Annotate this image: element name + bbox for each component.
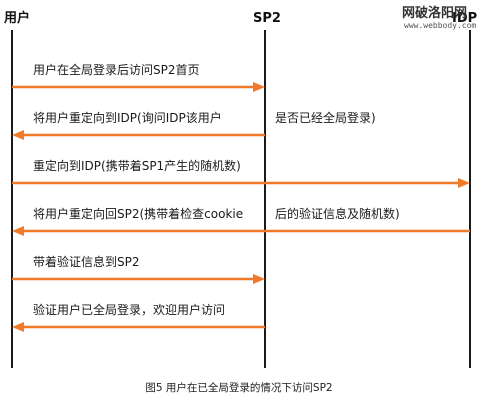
message-4: 将用户重定向回SP2(携带着检查cookie 后的验证信息及随机数) xyxy=(12,206,470,236)
arrowhead-icon xyxy=(12,322,24,332)
message-label: 用户在全局登录后访问SP2首页 xyxy=(33,62,200,77)
message-label: 重定向到IDP(携带着SP1产生的随机数) xyxy=(33,158,241,173)
watermark-logo-text: 网破洛阳网 xyxy=(402,5,467,21)
message-5: 带着验证信息到SP2 xyxy=(12,254,265,284)
figure-caption: 图5 用户在已全局登录的情况下访问SP2 xyxy=(145,381,332,394)
arrowhead-icon xyxy=(253,274,265,284)
message-label-continued: 后的验证信息及随机数) xyxy=(275,206,400,221)
participant-label-user: 用户 xyxy=(3,10,30,26)
arrowhead-icon xyxy=(12,130,24,140)
message-label: 将用户重定向到IDP(询问IDP该用户 xyxy=(33,110,222,125)
watermark-url: www.webbody.com xyxy=(404,21,476,30)
arrowhead-icon xyxy=(458,178,470,188)
message-1: 用户在全局登录后访问SP2首页 xyxy=(12,62,265,92)
message-label-continued: 是否已经全局登录) xyxy=(275,110,376,125)
message-label: 将用户重定向回SP2(携带着检查cookie xyxy=(33,206,243,221)
participant-label-idp: IDP xyxy=(452,11,477,26)
message-3: 重定向到IDP(携带着SP1产生的随机数) xyxy=(12,158,470,188)
message-label: 验证用户已全局登录，欢迎用户访问 xyxy=(33,302,225,317)
message-label: 带着验证信息到SP2 xyxy=(33,254,140,269)
arrowhead-icon xyxy=(253,82,265,92)
message-2: 将用户重定向到IDP(询问IDP该用户 是否已经全局登录) xyxy=(12,110,376,140)
participant-label-sp2: SP2 xyxy=(253,11,281,26)
message-6: 验证用户已全局登录，欢迎用户访问 xyxy=(12,302,265,332)
arrowhead-icon xyxy=(12,226,24,236)
